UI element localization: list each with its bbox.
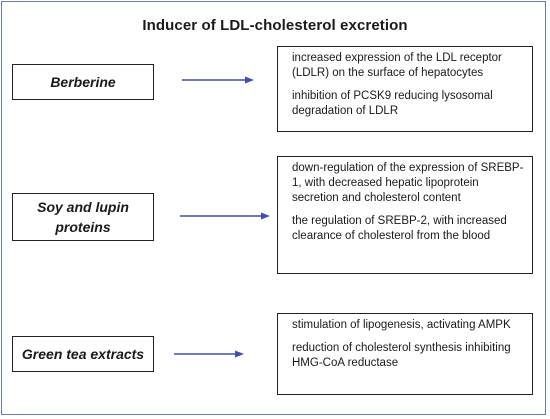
effect-box-soy-lupin: down-regulation of the expression of SRE… <box>277 156 533 274</box>
arrow-soy-lupin <box>180 212 270 220</box>
arrow-green-tea <box>174 350 244 358</box>
effect-text: stimulation of lipogenesis, activating A… <box>292 319 511 331</box>
effect-box-green-tea: stimulation of lipogenesis, activating A… <box>277 313 533 395</box>
effect-text: inhibition of PCSK9 reducing lysosomal d… <box>292 90 493 117</box>
effect-text: the regulation of SREBP-2, with increase… <box>292 215 507 242</box>
figure-frame <box>1 1 546 415</box>
inducer-box-soy-lupin: Soy and lupin proteins <box>12 193 154 241</box>
inducer-label: Soy and lupin proteins <box>37 199 129 235</box>
inducer-label: Berberine <box>50 74 116 90</box>
arrow-berberine <box>182 76 254 84</box>
effect-text: increased expression of the LDL receptor… <box>292 52 502 79</box>
inducer-box-berberine: Berberine <box>12 64 154 100</box>
effect-text: reduction of cholesterol synthesis inhib… <box>292 342 511 369</box>
inducer-label: Green tea extracts <box>21 346 145 362</box>
effect-box-berberine: increased expression of the LDL receptor… <box>277 46 533 132</box>
effect-text: down-regulation of the expression of SRE… <box>292 162 524 204</box>
diagram-title: Inducer of LDL-cholesterol excretion <box>142 17 408 34</box>
inducer-box-green-tea: Green tea extracts <box>12 336 154 372</box>
